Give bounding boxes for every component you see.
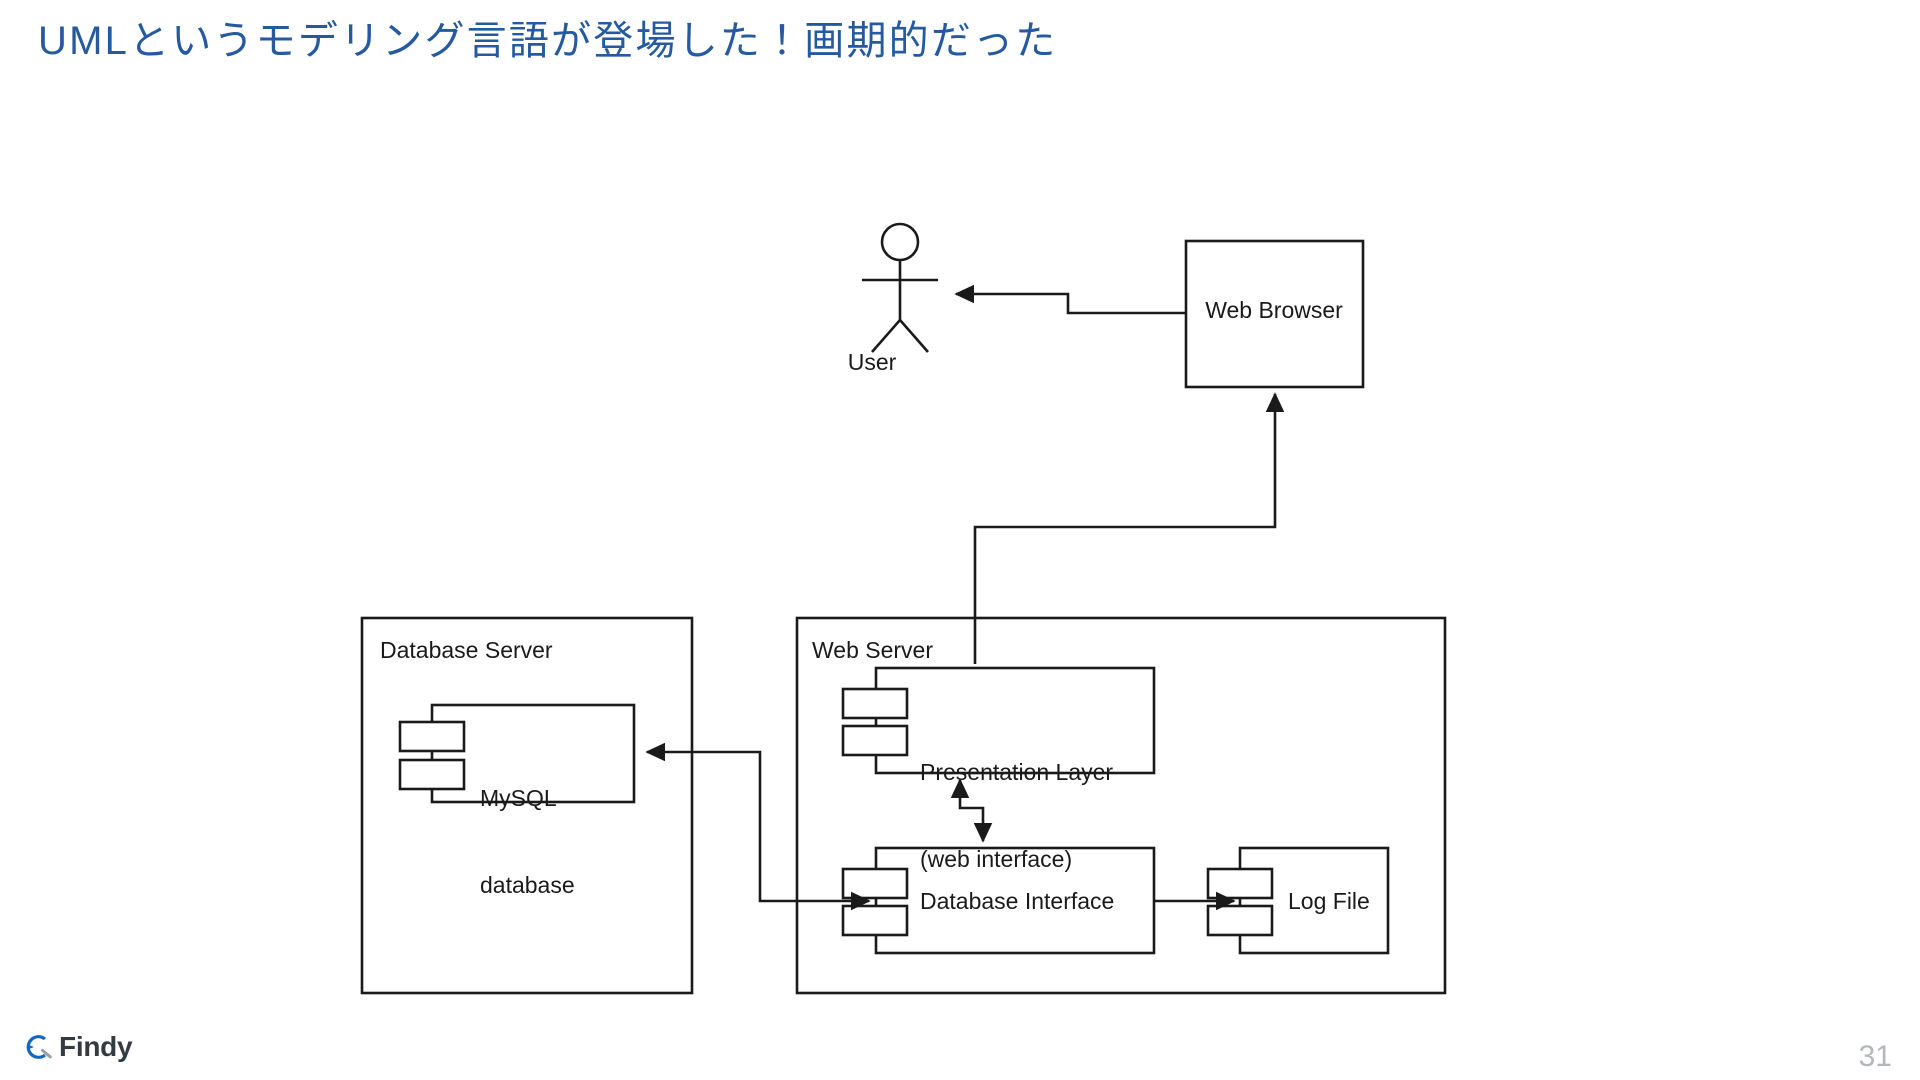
log-file-label: Log File <box>1288 888 1370 914</box>
presentation-layer-label-line2: (web interface) <box>920 846 1073 872</box>
mysql-database-label-line2: database <box>480 872 575 898</box>
database-server-label: Database Server <box>380 637 553 663</box>
brand-name: Findy <box>59 1031 133 1062</box>
page-number: 31 <box>1858 1040 1892 1073</box>
brand-logo: Findy <box>22 1031 133 1062</box>
mysql-database-component <box>398 703 636 804</box>
page-title: UMLというモデリング言語が登場した！画期的だった <box>38 19 1058 63</box>
web-server-label: Web Server <box>812 637 934 663</box>
mysql-database-label-line1: MySQL <box>480 785 557 811</box>
connector-presentation-dbinterface <box>950 778 993 843</box>
actor-user-figure <box>862 222 938 353</box>
connector-dbinterface-mysql <box>645 742 871 911</box>
database-server-container <box>360 616 694 995</box>
log-file-component <box>1206 846 1390 955</box>
presentation-layer-label: Presentation Layer (web interface) <box>920 700 1113 932</box>
mysql-database-label: MySQL database <box>480 726 575 958</box>
web-browser-label: Web Browser <box>1205 297 1343 323</box>
presentation-layer-label-line1: Presentation Layer <box>920 759 1114 785</box>
presentation-layer-component <box>841 666 1156 775</box>
connector-browser-to-user <box>954 284 1186 315</box>
findy-circle-icon <box>26 1035 52 1059</box>
database-interface-label: Database Interface <box>920 888 1115 914</box>
actor-user-label: User <box>847 349 897 375</box>
connector-webserver-to-browser <box>973 392 1285 664</box>
